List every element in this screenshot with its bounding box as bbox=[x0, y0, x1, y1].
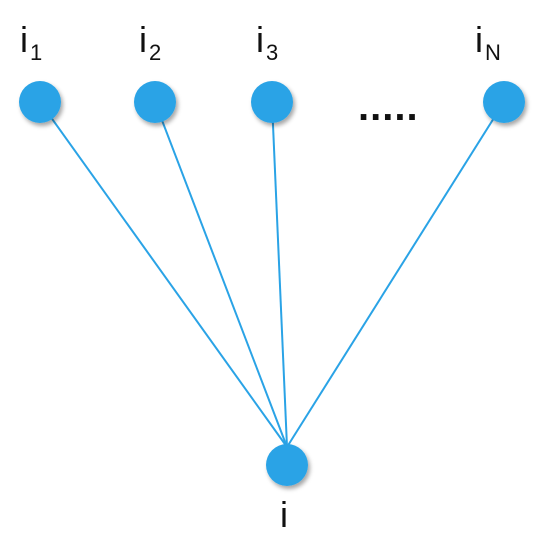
node-i1 bbox=[19, 81, 61, 123]
node-i2 bbox=[134, 81, 176, 123]
labels: i1 i2 i3 iN i bbox=[20, 19, 501, 535]
node-label-i2: i2 bbox=[139, 19, 161, 65]
edge-i2-i bbox=[154, 101, 288, 448]
edge-iN-i bbox=[286, 101, 505, 448]
node-i bbox=[266, 444, 308, 486]
nodes bbox=[19, 81, 525, 486]
node-label-i1: i1 bbox=[20, 19, 42, 65]
node-label-iN: iN bbox=[475, 19, 501, 65]
node-label-i: i bbox=[280, 494, 288, 535]
edge-i1-i bbox=[39, 101, 288, 448]
node-i3 bbox=[251, 81, 293, 123]
edge-i3-i bbox=[271, 101, 288, 448]
node-iN bbox=[483, 81, 525, 123]
node-label-i3: i3 bbox=[256, 19, 278, 65]
edges bbox=[39, 101, 505, 448]
ellipsis: ..... bbox=[358, 85, 419, 129]
